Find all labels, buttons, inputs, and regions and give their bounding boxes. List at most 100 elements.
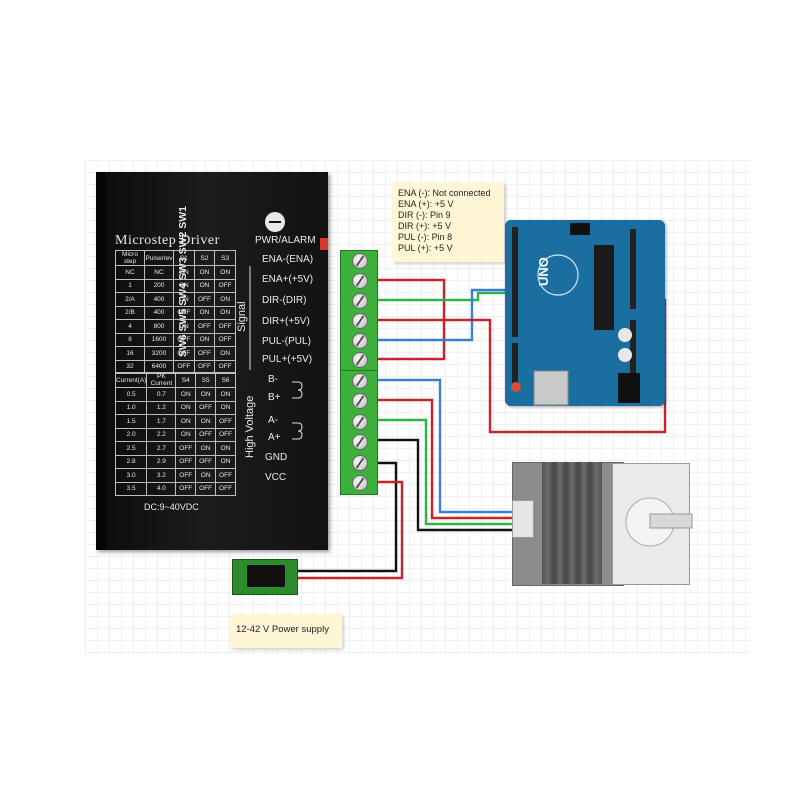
motor-stack xyxy=(542,462,602,584)
note-line: ENA (-): Not connected xyxy=(398,188,491,198)
table-cell: OFF xyxy=(215,468,236,483)
hv-pin-label: B- xyxy=(268,374,278,385)
terminal-screw-icon[interactable] xyxy=(352,475,368,491)
table-cell: ON xyxy=(193,332,216,347)
terminal-screw-icon[interactable] xyxy=(352,293,368,309)
table-cell: 400 xyxy=(144,305,174,320)
table-cell: OFF xyxy=(175,468,197,483)
table-cell: 2.8 xyxy=(114,454,148,469)
table-cell: 16 xyxy=(115,346,145,361)
table-cell: 1.2 xyxy=(146,400,177,415)
terminal-screw-icon[interactable] xyxy=(352,455,368,471)
table-cell: NC xyxy=(115,265,145,280)
terminal-screw-icon[interactable] xyxy=(352,333,368,349)
table-cell: ON xyxy=(173,265,195,280)
hv-pin-label: GND xyxy=(265,452,288,463)
table-cell: NC xyxy=(144,265,174,280)
table-cell: PK Current xyxy=(146,372,177,388)
note-line: DIR (+): +5 V xyxy=(398,221,452,231)
terminal-screw-icon[interactable] xyxy=(352,373,368,389)
table-cell: Current(A) xyxy=(114,372,148,388)
table-cell: 1600 xyxy=(144,332,174,347)
note-line: ENA (+): +5 V xyxy=(398,199,454,209)
table-cell: 800 xyxy=(144,319,174,334)
mounting-screw-icon xyxy=(265,212,285,232)
table-cell: 1.7 xyxy=(146,414,177,429)
table-cell: OFF xyxy=(173,332,195,347)
table-cell: ON xyxy=(173,292,195,307)
wire-pul-minus xyxy=(376,288,516,342)
table-cell: ON xyxy=(214,305,236,320)
wire-a-plus xyxy=(376,438,518,532)
table-cell: ON xyxy=(214,346,236,361)
table-cell: 200 xyxy=(144,278,174,293)
dc-rating: DC:9~40VDC xyxy=(144,502,199,512)
table-cell: ON xyxy=(173,278,195,293)
table-cell: 2.7 xyxy=(146,441,177,456)
power-supply-note: 12-42 V Power supply xyxy=(230,614,342,648)
table-cell: S5 xyxy=(195,372,217,388)
wire-b-plus xyxy=(376,398,518,520)
table-cell: OFF xyxy=(214,319,236,334)
motor-connector xyxy=(512,500,534,538)
wire-vcc xyxy=(296,480,404,580)
table-cell: 0.5 xyxy=(114,387,148,402)
table-cell: ON xyxy=(175,427,197,442)
terminal-screw-icon[interactable] xyxy=(352,434,368,450)
power-supply-label: 12-42 V Power supply xyxy=(236,624,329,635)
table-cell: OFF xyxy=(175,454,197,469)
terminal-screw-icon[interactable] xyxy=(352,313,368,329)
table-cell: 2.5 xyxy=(114,441,148,456)
signal-pin-label: DIR+(+5V) xyxy=(262,316,310,327)
table-cell: OFF xyxy=(195,400,217,415)
table-cell: ON xyxy=(193,278,216,293)
dc-jack-icon xyxy=(247,565,285,587)
table-cell: 2.2 xyxy=(146,427,177,442)
wire-a-minus xyxy=(376,418,518,526)
table-cell: 2.0 xyxy=(114,427,148,442)
table-cell: ON xyxy=(195,468,217,483)
table-cell: ON xyxy=(195,441,217,456)
table-cell: ON xyxy=(193,305,216,320)
table-cell: OFF xyxy=(175,441,197,456)
signal-bracket xyxy=(249,266,251,370)
table-cell: Pulse/rev xyxy=(144,250,174,266)
hv-pin-label: A+ xyxy=(268,432,281,443)
table-cell: ON xyxy=(214,292,236,307)
table-cell: ON xyxy=(193,265,216,280)
table-cell: OFF xyxy=(215,414,236,429)
arduino-label: UNO xyxy=(536,257,551,286)
table-cell: 2/B xyxy=(115,305,145,320)
table-cell: 1 xyxy=(115,278,145,293)
signal-pin-label: PUL-(PUL) xyxy=(262,336,311,347)
table-cell: S2 xyxy=(193,250,216,266)
terminal-screw-icon[interactable] xyxy=(352,414,368,430)
arduino-details xyxy=(511,223,640,406)
terminal-screw-icon[interactable] xyxy=(352,273,368,289)
terminal-screw-icon[interactable] xyxy=(352,352,368,368)
pwr-alarm-label: PWR/ALARM xyxy=(255,235,316,246)
table-cell: 2.9 xyxy=(146,454,177,469)
table-cell: OFF xyxy=(195,427,217,442)
table-cell: ON xyxy=(175,414,197,429)
table-cell: 400 xyxy=(144,292,174,307)
table-cell: OFF xyxy=(215,481,236,496)
table-cell: 1.0 xyxy=(114,400,148,415)
table-cell: 1.5 xyxy=(114,414,148,429)
table-cell: OFF xyxy=(195,454,217,469)
terminal-screw-icon[interactable] xyxy=(352,393,368,409)
table-cell: 8 xyxy=(115,332,145,347)
terminal-screw-icon[interactable] xyxy=(352,253,368,269)
